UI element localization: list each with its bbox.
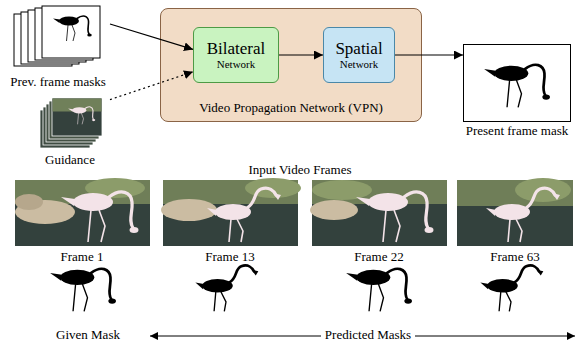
outside-label: Present frame mask	[466, 124, 569, 139]
node-label: Prev. frame masks	[10, 75, 106, 90]
frame-caption: Frame 13	[205, 250, 254, 265]
output-mask-box: Present frame mask	[463, 44, 571, 122]
video-card	[52, 98, 102, 136]
mask-silhouette	[480, 265, 543, 311]
spatial-box: SpatialNetwork	[323, 27, 395, 83]
mask-silhouette	[346, 269, 412, 312]
rock	[310, 200, 358, 220]
guidance-stack-box: Guidance	[30, 92, 110, 168]
greenery	[312, 180, 372, 200]
flamingo-photo	[356, 192, 434, 242]
node-label: Network	[217, 58, 256, 71]
bilateral-box: BilateralNetwork	[193, 27, 279, 83]
frame-caption: Frame 63	[490, 250, 539, 265]
frame-caption: Frame 1	[61, 250, 104, 265]
greenery	[515, 178, 571, 202]
video-frame	[310, 180, 447, 246]
video-frame	[457, 178, 573, 246]
mask-silhouette	[50, 269, 116, 312]
rock	[15, 194, 43, 210]
flamingo-photo	[207, 188, 281, 242]
flamingo-photo	[68, 107, 95, 125]
row-title: Input Video Frames	[249, 163, 352, 178]
video-frame	[15, 178, 150, 246]
mask-card	[42, 6, 100, 58]
node-label: Bilateral	[207, 39, 266, 59]
node-label: Video Propagation Network (VPN)	[199, 101, 383, 116]
flamingo-photo	[486, 188, 560, 242]
node-label: Spatial	[335, 39, 382, 59]
mask-caption: Given Mask	[56, 328, 120, 343]
mask-silhouette	[195, 265, 258, 311]
mask-caption: Predicted Masks	[321, 328, 415, 343]
node-label: Guidance	[45, 153, 95, 168]
node-label: Network	[340, 58, 379, 71]
flamingo-photo	[61, 192, 139, 242]
video-stack	[40, 98, 102, 148]
greenery	[245, 178, 301, 198]
mask-silhouette	[484, 65, 550, 108]
network-container: BilateralNetworkSpatialNetworkVideo Prop…	[160, 8, 422, 122]
frame-caption: Frame 22	[354, 250, 403, 265]
mask-stack-box: Prev. frame masks	[6, 2, 110, 90]
mask-stack	[14, 6, 100, 66]
video-frame	[161, 178, 301, 246]
rock	[161, 199, 217, 221]
mask-silhouette	[53, 16, 92, 41]
